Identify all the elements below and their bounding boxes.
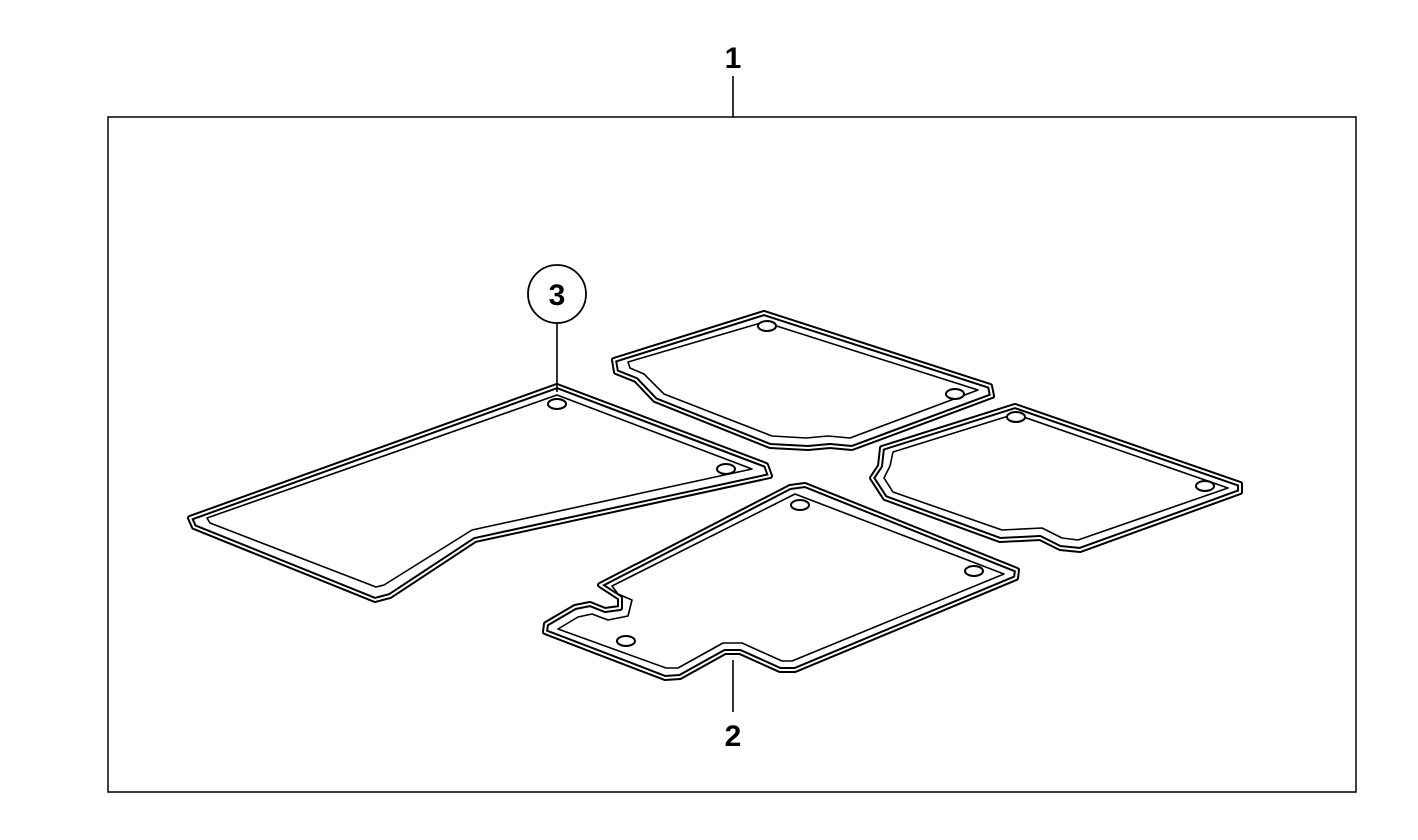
callout-3-label[interactable]: 3	[549, 279, 566, 312]
callout-1-label[interactable]: 1	[725, 42, 742, 75]
mat-fixing-hole	[1006, 411, 1026, 423]
mat-fixing-hole	[964, 565, 984, 577]
mat-fixing-hole	[716, 463, 736, 475]
mat-fixing-hole	[547, 398, 567, 410]
mat-fixing-hole	[757, 320, 777, 332]
floor-mat-rear-right[interactable]	[869, 403, 1243, 553]
mat-fixing-hole	[945, 388, 965, 400]
floor-mat-front-right[interactable]	[611, 310, 995, 451]
callout-2-label[interactable]: 2	[725, 720, 742, 753]
floor-mat-rear-left[interactable]	[542, 482, 1020, 681]
diagram-frame	[107, 116, 1357, 793]
mat-fixing-hole	[1195, 480, 1215, 492]
mat-fixing-hole	[790, 499, 810, 511]
mat-fixing-hole	[616, 635, 636, 647]
floor-mat-front-left[interactable]	[187, 383, 773, 603]
